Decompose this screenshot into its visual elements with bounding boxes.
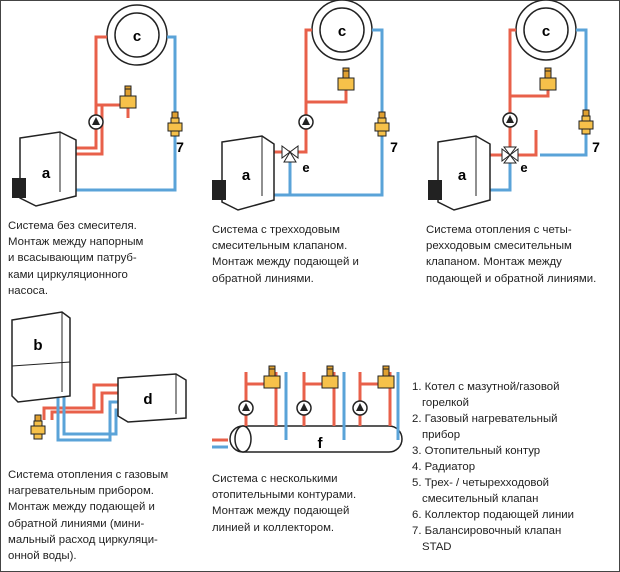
caption-line: нагревательным прибором. [8,485,154,498]
collector-f [229,425,403,453]
caption-system-3: Система отопления с четы- рехходовым сме… [426,222,596,287]
caption-line: Система с несколькими [212,473,338,485]
radiator-d [117,373,187,423]
label-a-1: a [42,165,51,182]
caption-line: Система отопления с четы- [426,224,572,236]
circuit-2-5 [296,365,346,440]
caption-line: линией и коллектором. [212,521,335,534]
valve-3 [539,67,557,91]
label-e-2: e [302,160,309,175]
label-c-1: c [133,28,141,45]
balancing-valve-1 [167,111,183,137]
caption-line: насоса. [8,284,48,297]
label-7-1: 7 [176,139,184,155]
caption-line: Монтаж между подающей и [212,256,359,269]
label-a-3: a [458,167,467,184]
radiator-c-2 [311,0,373,61]
circuit-3-5 [352,365,400,440]
balancing-valve-3 [578,109,594,135]
system-3-diagram [428,0,594,211]
caption-system-2: Система с трехходовым смесительным клапа… [212,222,359,287]
system-4-diagram [11,311,187,442]
system-5-diagram [212,365,403,453]
caption-line: подающей и обратной линиями. [426,272,597,285]
label-b: b [33,337,42,354]
label-e-3: e [520,160,527,175]
label-c-3: c [542,23,550,40]
legend-item: 3. Отопительный контур [412,445,541,457]
balancing-valve-2 [374,111,390,137]
caption-system-1: Система без смесителя. Монтаж между напо… [8,218,143,299]
caption-line: Система с трехходовым [212,224,340,236]
boiler-a-2 [212,135,275,211]
pump-3 [502,112,518,128]
mixing-valve-e-3 [501,146,519,164]
mixing-valve-e-2 [281,145,299,163]
legend-item: 6. Коллектор подающей линии [412,509,574,521]
gas-heater-b [11,311,71,403]
caption-system-4: Система отопления с газовым нагревательн… [8,467,168,564]
caption-line: Монтаж между напорным [8,236,144,249]
legend-item: 4. Радиатор [412,461,476,473]
label-7-2: 7 [390,139,398,155]
valve-2 [337,67,355,91]
label-7-3: 7 [592,139,600,155]
label-f: f [318,435,324,452]
caption-line: клапаном. Монтаж между [426,256,562,269]
caption-line: Монтаж между подающей [212,505,350,518]
caption-line: Система отопления с газовым [8,469,169,481]
label-c-2: c [338,23,346,40]
caption-system-5: Система с несколькими отопительными конт… [212,471,356,536]
caption-line: мальный расход циркуляци- [8,533,158,546]
label-a-2: a [242,167,251,184]
label-d: d [143,391,152,408]
radiator-c-3 [515,0,577,61]
pump-2 [298,114,314,130]
caption-line: смесительным клапаном. [212,240,348,253]
boiler-a-1 [12,131,77,207]
radiator-c-1 [106,4,168,66]
caption-line: отопительными контурами. [212,489,357,502]
system-2-diagram [212,0,390,211]
caption-line: обратной линиями. [212,272,314,285]
caption-line: рехходовым смесительным [426,240,572,253]
system-1-diagram [12,4,183,207]
caption-line: Система без смесителя. [8,220,137,232]
caption-line: ками циркуляционного [8,268,128,281]
boiler-a-3 [428,135,491,211]
circuit-1-5 [238,365,288,440]
return-pipe-4 [56,380,118,442]
caption-line: и всасывающим патруб- [8,252,137,265]
caption-line: обратной линиями (мини- [8,517,145,530]
supply-pipe-4 [42,383,118,420]
valve-1 [119,85,137,109]
caption-line: Монтаж между подающей и [8,501,155,514]
pump-1 [88,114,104,130]
caption-line: онной воды). [8,550,77,563]
